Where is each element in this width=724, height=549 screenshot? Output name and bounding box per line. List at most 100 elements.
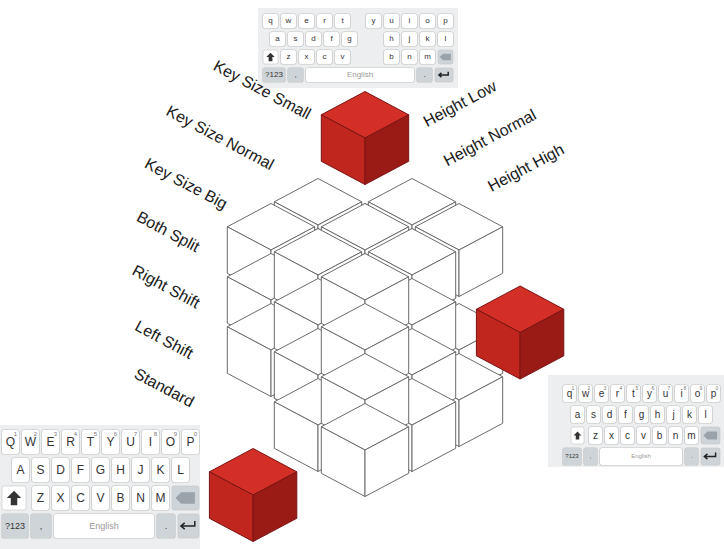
red-cube-face xyxy=(321,115,365,185)
key-label: X xyxy=(52,486,69,510)
key-label: English xyxy=(54,514,154,538)
key-label: N xyxy=(132,486,149,510)
red-cube-face xyxy=(253,472,297,542)
key-label: s xyxy=(288,32,303,46)
key-label: j xyxy=(402,32,417,46)
key-label: English xyxy=(600,448,682,465)
white-cube-face xyxy=(459,377,503,447)
key-label: Z xyxy=(32,486,49,510)
key-cap xyxy=(701,427,720,444)
key-label: y xyxy=(366,14,381,28)
shift-icon xyxy=(266,53,274,61)
key-label: b xyxy=(653,427,666,444)
key-label: x xyxy=(299,50,314,64)
key-label: e xyxy=(299,14,314,28)
key-label: k xyxy=(420,32,435,46)
key-number: 2 xyxy=(588,386,591,391)
key-label: M xyxy=(152,486,169,510)
key-label: t xyxy=(335,14,350,28)
key-label: , xyxy=(584,448,597,465)
key-cap xyxy=(571,427,584,444)
key-label: . xyxy=(685,448,698,465)
key-label: , xyxy=(31,514,51,538)
red-cube-face xyxy=(365,115,409,185)
key-number: 0 xyxy=(716,386,719,391)
axis-label: Both Split xyxy=(134,208,203,256)
key-label: J xyxy=(132,458,149,482)
key-label: v xyxy=(637,427,650,444)
key-label: p xyxy=(438,14,453,28)
key-label: f xyxy=(324,32,339,46)
key-number: 7 xyxy=(668,386,671,391)
key-label: l xyxy=(699,406,712,423)
backspace-icon xyxy=(703,431,717,439)
key-label: h xyxy=(384,32,399,46)
key-number: 9 xyxy=(174,431,177,437)
key-label: V xyxy=(92,486,109,510)
key-label: g xyxy=(342,32,357,46)
key-label: z xyxy=(589,427,602,444)
key-cap xyxy=(172,486,199,510)
axis-label: Standard xyxy=(131,365,197,411)
key-label: b xyxy=(384,50,399,64)
keyboard-panel xyxy=(0,425,200,549)
key-number: 1 xyxy=(572,386,575,391)
key-label: ?123 xyxy=(2,514,28,538)
white-cube-face xyxy=(274,402,318,472)
key-label: S xyxy=(32,458,49,482)
key-label: C xyxy=(72,486,89,510)
key-label: n xyxy=(402,50,417,64)
white-cube-face xyxy=(365,427,409,497)
key-number: 4 xyxy=(620,386,623,391)
enter-icon xyxy=(181,521,195,529)
key-number: 1 xyxy=(14,431,17,437)
shift-icon xyxy=(574,432,582,440)
key-label: ?123 xyxy=(563,448,581,465)
key-label: f xyxy=(619,406,632,423)
key-label: o xyxy=(420,14,435,28)
key-label: d xyxy=(306,32,321,46)
key-number: 3 xyxy=(54,431,57,437)
key-number: 4 xyxy=(74,431,77,437)
key-number: 7 xyxy=(134,431,137,437)
key-label: G xyxy=(92,458,109,482)
key-label: u xyxy=(384,14,399,28)
key-label: . xyxy=(417,68,432,82)
key-label: A xyxy=(12,458,29,482)
key-label: v xyxy=(335,50,350,64)
red-cube-face xyxy=(476,309,520,379)
key-label: r xyxy=(317,14,332,28)
key-number: 5 xyxy=(94,431,97,437)
red-cube-face xyxy=(520,309,564,379)
key-number: 3 xyxy=(604,386,607,391)
key-label: w xyxy=(281,14,296,28)
key-label: l xyxy=(438,32,453,46)
red-cube-face xyxy=(209,472,253,542)
key-cap xyxy=(701,448,720,465)
keyboard-panel xyxy=(258,8,458,88)
enter-icon xyxy=(704,452,715,459)
key-number: 5 xyxy=(636,386,639,391)
key-label: ?123 xyxy=(263,68,285,82)
key-label: k xyxy=(683,406,696,423)
key-label: . xyxy=(157,514,175,538)
axis-label: Key Size Normal xyxy=(163,102,277,174)
key-number: 8 xyxy=(154,431,157,437)
key-label: z xyxy=(281,50,296,64)
key-cap xyxy=(438,50,453,64)
white-cube-face xyxy=(321,427,365,497)
key-cap xyxy=(435,68,453,82)
keyboard-panel xyxy=(548,375,724,467)
enter-icon xyxy=(439,72,448,77)
key-label: m xyxy=(420,50,435,64)
key-label: English xyxy=(306,68,414,82)
key-label: d xyxy=(603,406,616,423)
key-cap xyxy=(178,514,199,538)
key-label: n xyxy=(669,427,682,444)
white-cube-face xyxy=(459,227,503,297)
white-cube-face xyxy=(227,327,271,397)
key-label: c xyxy=(317,50,332,64)
key-label: F xyxy=(72,458,89,482)
key-cap xyxy=(2,486,26,510)
key-label: L xyxy=(172,458,189,482)
